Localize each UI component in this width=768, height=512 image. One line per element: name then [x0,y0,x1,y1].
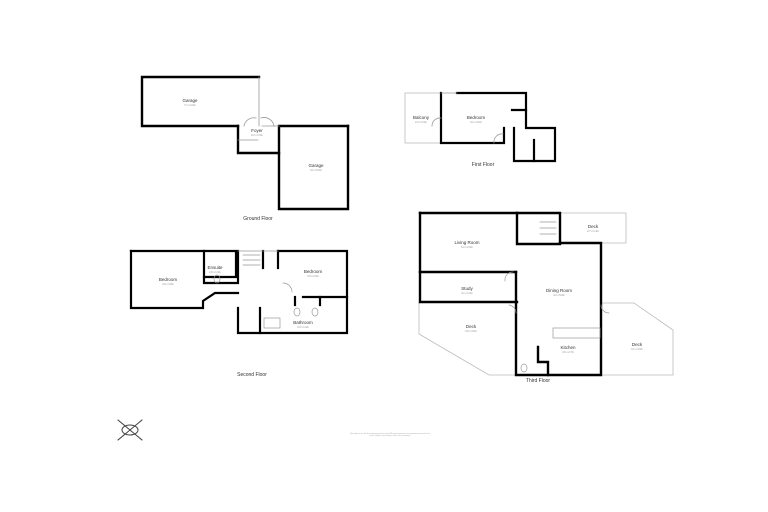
room-dimensions: 3.6 x 2.9m [307,275,319,278]
room-label: Foyer [251,127,263,133]
room-label: Bedroom [158,276,178,282]
third-floor-walls [418,211,603,377]
room-dimensions: 4.1 x 1.6m [461,292,473,295]
second-floor-walls [129,249,349,335]
disclaimer-text: Floor plans are for illustrative purpose… [350,433,431,438]
room-label: Ensuite [207,264,223,270]
room-dimensions: 2.0 x 1.9m [209,271,221,274]
room-label: Deck [631,341,643,347]
floor-title-second: Second Floor [237,372,267,378]
compass-icon [117,419,143,441]
room-label: Deck [465,323,477,329]
floor-title-third: Third Floor [525,378,551,384]
room-dimensions: 3.6 x 3.0m [465,330,477,333]
room-dimensions: 3.3 x 1.9m [297,326,309,329]
room-dimensions: 3.6 x 2.7m [562,351,574,354]
room-label: Garage [182,97,198,103]
ground-floor-walls [140,75,350,211]
room-dimensions: 5.2 x 2.9m [461,246,473,249]
room-label: Bedroom [303,268,323,274]
room-dimensions: 4.1 x 3.0m [470,121,482,124]
room-label: Garage [308,162,324,168]
first-floor-walls [439,91,557,163]
room-label: Bedroom [466,114,486,120]
room-dimensions: 4.2 x 5.8m [553,294,565,297]
room-label: Bathroom [293,319,313,325]
room-dimensions: 4.2 x 5.6m [310,169,322,172]
room-dimensions: 2.2 x 1.5m [251,134,263,137]
room-label: Kitchen [560,344,576,350]
floor-title-first: First Floor [471,162,495,168]
room-dimensions: 3.6 x 3.8m [162,283,174,286]
room-label: Dining Room [545,287,573,293]
room-label: Balcony [412,114,430,120]
room-dimensions: 2.2 x 2.9m [415,121,427,124]
room-label: Deck [587,223,599,229]
room-dimensions: 3.1 x 3.6m [631,348,643,351]
room-label: Living Room [454,239,480,245]
room-dimensions: 2.7 x 1.4m [587,230,599,233]
floor-title-ground: Ground Floor [243,216,273,222]
room-dimensions: 7.1 x 2.9m [184,104,196,107]
room-label: Study [461,285,473,291]
